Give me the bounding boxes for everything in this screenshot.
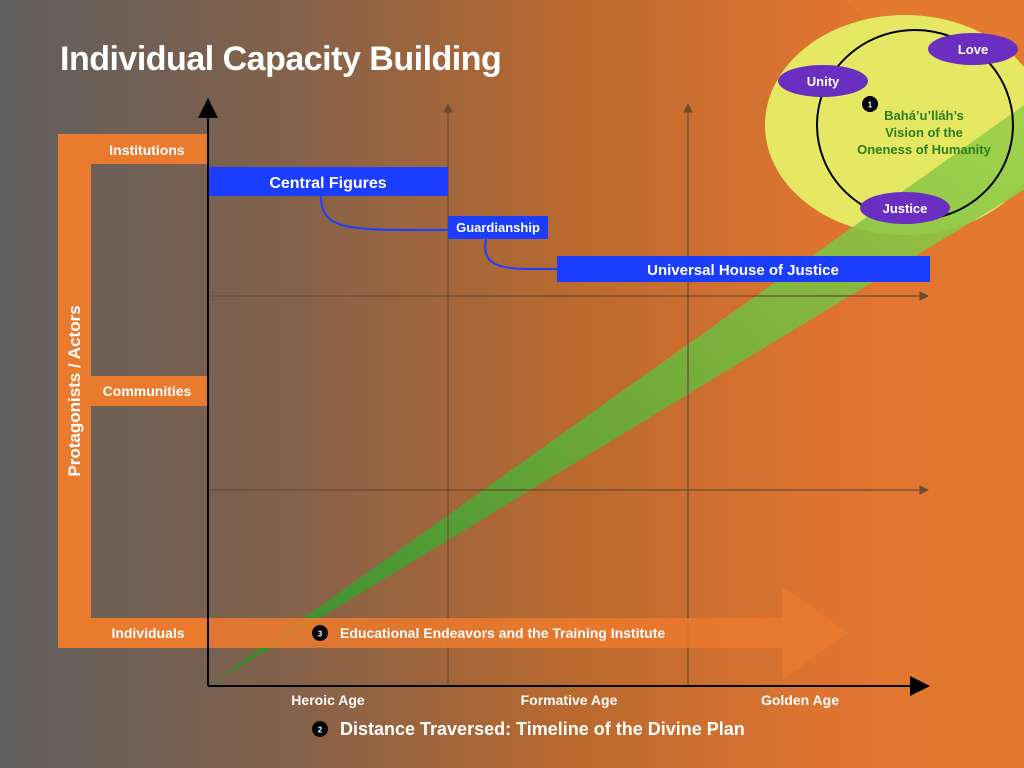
vision-node-love: Love	[928, 33, 1018, 65]
actors-bracket	[58, 134, 208, 648]
level-individuals: Individuals	[111, 625, 184, 641]
central-figures-box	[208, 167, 448, 196]
vision-text-line2: Vision of the	[885, 125, 963, 140]
y-axis-label: Protagonists / Actors	[65, 305, 84, 476]
education-marker: 3	[312, 625, 328, 641]
vision-beam	[208, 105, 1024, 686]
universal-house-label: Universal House of Justice	[647, 262, 839, 279]
svg-text:Love: Love	[958, 42, 988, 57]
guardianship-label: Guardianship	[456, 220, 540, 235]
level-institutions: Institutions	[109, 142, 185, 158]
svg-text:1: 1	[868, 101, 873, 110]
education-label: Educational Endeavors and the Training I…	[340, 625, 665, 641]
level-communities: Communities	[103, 383, 192, 399]
age-formative: Formative Age	[521, 692, 618, 708]
education-arrow	[208, 586, 848, 680]
vision-node-unity: Unity	[778, 65, 868, 97]
page-title: Individual Capacity Building	[60, 40, 502, 78]
svg-text:3: 3	[318, 630, 323, 639]
age-golden: Golden Age	[761, 692, 839, 708]
guardianship-box	[448, 216, 548, 239]
svg-text:Unity: Unity	[807, 74, 840, 89]
central-figures-label: Central Figures	[269, 175, 386, 192]
universal-house-box	[557, 256, 930, 282]
x-axis-label: Distance Traversed: Timeline of the Divi…	[340, 719, 745, 739]
vision-marker: 1	[862, 96, 878, 112]
connector-guardianship-to-uhj	[484, 238, 558, 271]
vision-text-line1: Bahá’u’lláh’s	[884, 108, 964, 123]
svg-text:2: 2	[318, 726, 323, 735]
svg-text:Justice: Justice	[883, 201, 928, 216]
vision-node-justice: Justice	[860, 192, 950, 224]
connector-central-to-guardianship	[320, 195, 449, 232]
age-heroic: Heroic Age	[291, 692, 365, 708]
vision-text-line3: Oneness of Humanity	[857, 142, 991, 157]
x-axis-marker: 2	[312, 721, 328, 737]
